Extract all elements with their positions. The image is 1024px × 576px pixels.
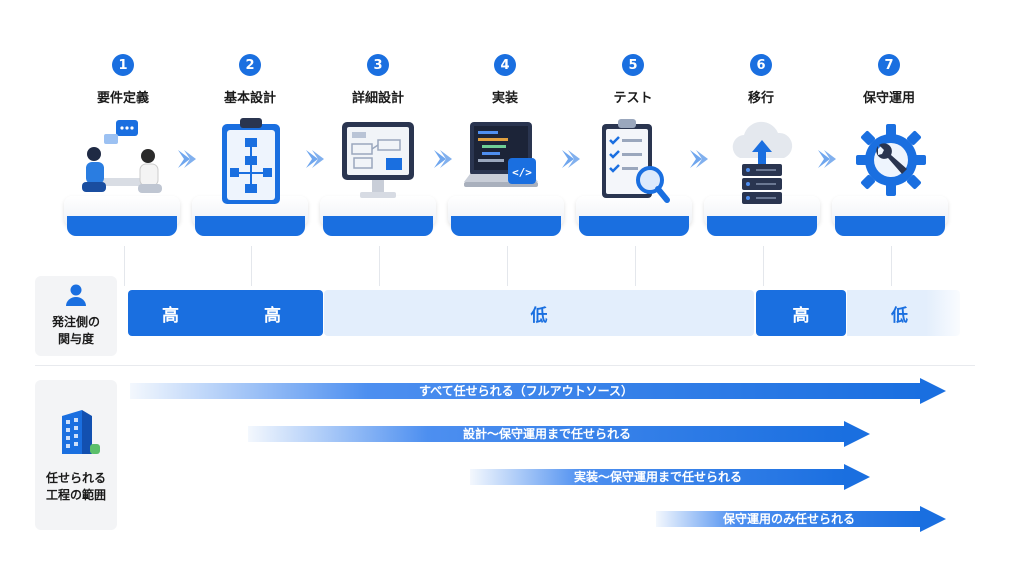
step-number-5: 5 [622,54,644,76]
guide-line [379,246,380,286]
step-platform-4 [448,196,564,236]
step-number-6: 6 [750,54,772,76]
step-platform-6 [704,196,820,236]
involvement-value: 高 [264,305,281,326]
scope-arrow-full: すべて任せられる（フルアウトソース） [130,378,946,404]
flowchart-clipboard-icon [222,118,280,204]
step-label-6: 移行 [747,91,774,106]
meeting-icon [82,120,162,193]
monitor-diagram-icon [342,122,414,198]
involvement-title: 発注側の 関与度 [51,315,100,346]
involvement-cell-low: 低 [324,290,754,336]
guide-line [635,246,636,286]
scope-title: 任せられる 工程の範囲 [45,471,106,502]
involvement-value: 高 [162,305,179,326]
section-divider [35,365,975,366]
step-platform-1 [64,196,180,236]
step-number-3: 3 [367,54,389,76]
step-platform-7 [832,196,948,236]
involvement-cell-high: 高 [756,290,846,336]
involvement-value: 低 [530,305,548,326]
scope-arrow-label: すべて任せられる（フルアウトソース） [418,384,634,398]
step-label-3: 詳細設計 [351,91,404,106]
step-number-2: 2 [239,54,261,76]
step-number-1: 1 [112,54,134,76]
chevron-right-icon [304,148,326,170]
involvement-value: 高 [792,305,810,326]
chevron-right-icon [176,148,198,170]
chevron-right-icon [432,148,454,170]
step-label-1: 要件定義 [96,91,149,106]
guide-line [763,246,764,286]
guide-line [891,246,892,286]
step-platform-5 [576,196,692,236]
chevron-right-icon [560,148,582,170]
scope-arrow-maintenance: 保守運用のみ任せられる [656,506,946,532]
involvement-cell-high: 高 高 [128,290,323,336]
person-icon [66,284,86,306]
scope-arrow-label: 保守運用のみ任せられる [722,512,855,526]
step-number-7: 7 [878,54,900,76]
checklist-magnifier-icon [602,119,670,203]
scope-arrow-label: 設計〜保守運用まで任せられる [462,427,631,441]
svg-text:</>: </> [512,166,532,179]
guide-line [124,246,125,286]
step-platform-3 [320,196,436,236]
chevron-right-icon [688,148,710,170]
step-label-2: 基本設計 [223,91,276,106]
involvement-cell-low: 低 [847,290,960,336]
involvement-value: 低 [891,305,908,326]
step-label-7: 保守運用 [862,91,915,106]
step-label-4: 実装 [491,91,518,106]
laptop-code-icon: </> [464,122,538,187]
step-number-4: 4 [494,54,516,76]
scope-header-card [35,380,117,530]
scope-arrow-label: 実装〜保守運用まで任せられる [573,470,742,484]
step-label-5: テスト [613,91,653,106]
guide-line [507,246,508,286]
guide-line [251,246,252,286]
office-building-icon [62,410,100,454]
chevron-right-icon [816,148,838,170]
scope-arrow-design: 設計〜保守運用まで任せられる [248,421,870,447]
scope-arrow-implementation: 実装〜保守運用まで任せられる [470,464,870,490]
gear-wrench-icon [856,124,926,196]
cloud-server-upload-icon [732,121,793,204]
